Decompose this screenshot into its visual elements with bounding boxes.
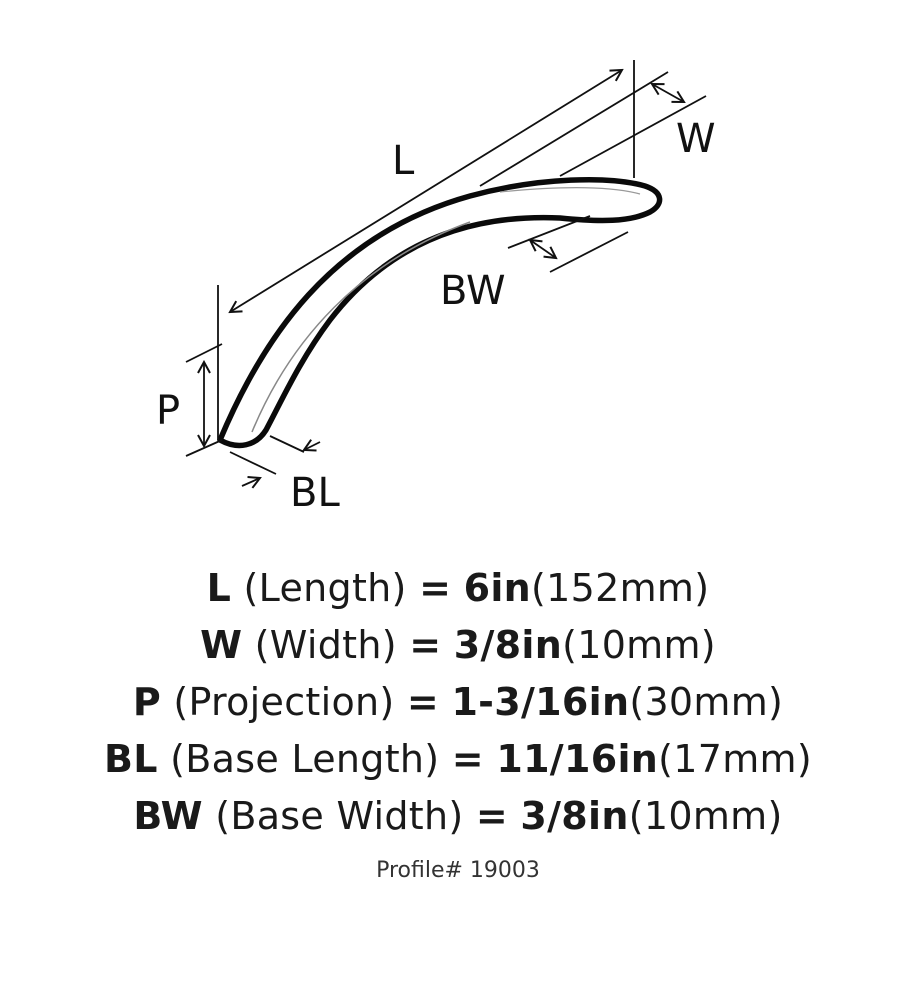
spec-abbr: L <box>206 566 232 610</box>
spec-imperial: 1-3/16in <box>451 680 630 724</box>
spec-name: (Width) <box>254 623 397 667</box>
spec-metric: (30mm) <box>629 680 784 724</box>
spec-name: (Base Length) <box>170 737 440 781</box>
length-label: L <box>392 138 415 184</box>
spec-row-length: L (Length) = 6in(152mm) <box>0 560 916 617</box>
spec-abbr: BW <box>133 794 203 838</box>
spec-imperial: 3/8in <box>520 794 629 838</box>
spec-row-base-length: BL (Base Length) = 11/16in(17mm) <box>0 731 916 788</box>
spec-equals: = <box>451 737 484 781</box>
base-width-label: BW <box>440 268 506 314</box>
spec-abbr: W <box>200 623 243 667</box>
spec-abbr: P <box>132 680 161 724</box>
spec-metric: (10mm) <box>628 794 783 838</box>
length-dimension: L <box>217 60 635 440</box>
base-width-dimension: BW <box>440 215 629 314</box>
spec-metric: (10mm) <box>562 623 716 667</box>
spec-name: (Base Width) <box>215 794 464 838</box>
spec-equals: = <box>475 794 508 838</box>
spec-abbr: BL <box>104 737 158 781</box>
spec-equals: = <box>406 680 440 724</box>
spec-row-projection: P (Projection) = 1-3/16in(30mm) <box>0 674 916 731</box>
base-length-label: BL <box>290 470 340 516</box>
projection-label: P <box>156 388 180 434</box>
spec-metric: (152mm) <box>531 566 710 610</box>
spec-metric: (17mm) <box>658 737 812 781</box>
width-label: W <box>676 116 716 162</box>
spec-equals: = <box>419 566 452 610</box>
base-length-dimension: BL <box>229 435 340 516</box>
handle-dimension-diagram: L W BW P BL <box>156 60 716 516</box>
spec-row-width: W (Width) = 3/8in(10mm) <box>0 617 916 674</box>
spec-row-base-width: BW (Base Width) = 3/8in(10mm) <box>0 788 916 845</box>
spec-imperial: 11/16in <box>496 737 659 781</box>
spec-imperial: 3/8in <box>453 623 563 667</box>
spec-imperial: 6in <box>463 566 532 610</box>
width-dimension: W <box>479 71 716 187</box>
spec-equals: = <box>409 623 442 667</box>
spec-name: (Length) <box>243 566 407 610</box>
specifications-list: L (Length) = 6in(152mm) W (Width) = 3/8i… <box>0 560 916 845</box>
projection-dimension: P <box>156 343 223 457</box>
spec-name: (Projection) <box>173 680 395 724</box>
profile-number: Profile# 19003 <box>376 858 540 883</box>
